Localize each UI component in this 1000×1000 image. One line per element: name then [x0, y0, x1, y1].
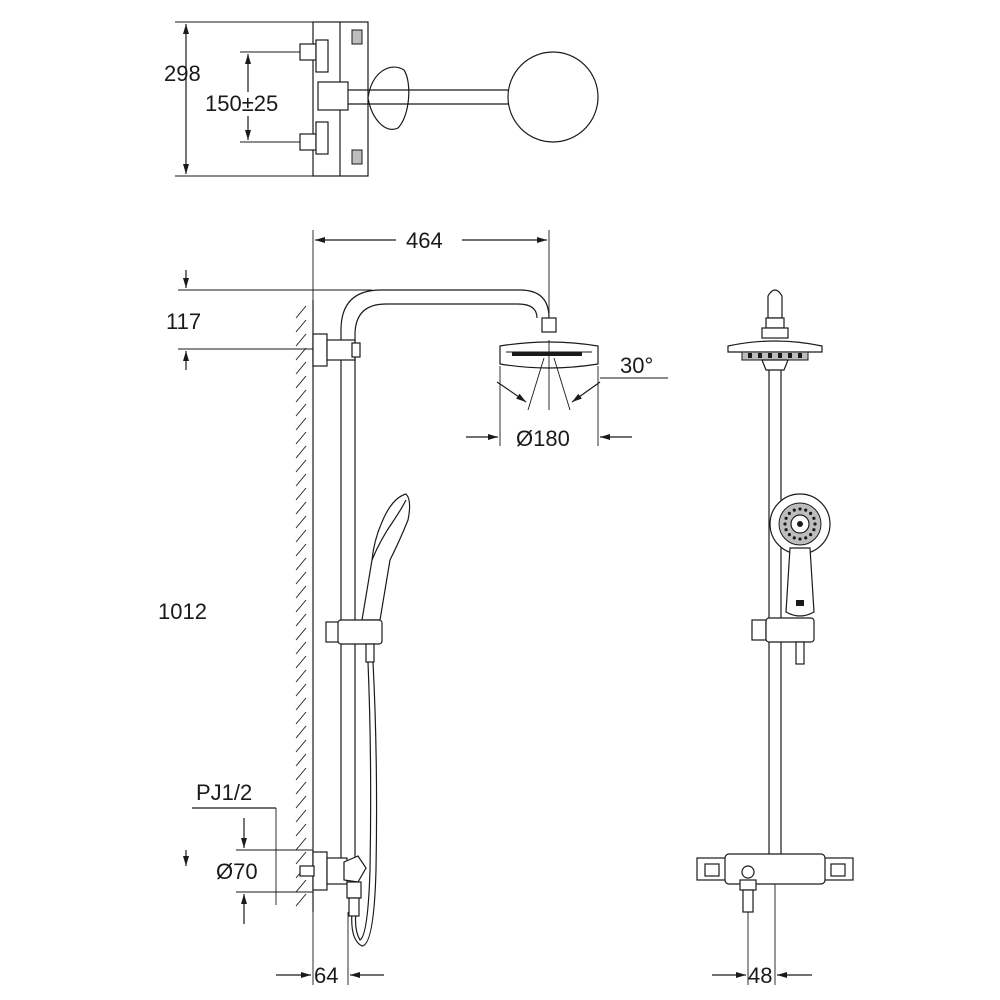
wall-bracket-upper	[312, 333, 328, 367]
front-view: 48	[696, 289, 854, 988]
top-head-shower	[507, 51, 599, 143]
front-pipe-top	[767, 289, 783, 319]
top-inlet-lower	[299, 133, 317, 151]
dim-150-25: 150±25	[205, 91, 278, 116]
front-outlet	[742, 889, 754, 913]
front-handshower-handle	[785, 547, 815, 617]
dim-30-degrees: 30°	[620, 353, 653, 378]
front-slider-knob	[751, 619, 767, 641]
dim-298: 298	[164, 61, 201, 86]
front-head-nozzles	[748, 353, 802, 358]
side-mixer-body	[343, 855, 367, 883]
front-slider-holder	[765, 617, 815, 643]
head-nozzles	[512, 352, 582, 356]
top-inlet-upper	[299, 43, 317, 61]
dim-48: 48	[748, 963, 772, 988]
dim-diameter-70: Ø70	[216, 859, 258, 884]
dim-464: 464	[406, 228, 443, 253]
mixer-wall-flange	[312, 851, 328, 891]
front-head-shower	[727, 340, 823, 353]
side-view: 464 117 30° Ø180	[158, 228, 668, 988]
dim-117: 117	[166, 309, 201, 334]
dim-1012: 1012	[158, 599, 207, 624]
dim-diameter-180: Ø180	[516, 426, 570, 451]
dim-pj12: PJ1/2	[196, 780, 252, 805]
top-view: 298 150±25	[164, 21, 599, 177]
side-outlet	[348, 897, 360, 917]
top-handshower	[367, 66, 410, 130]
front-handshower-nozzles	[783, 507, 817, 541]
dim-64: 64	[314, 963, 338, 988]
side-handshower	[361, 493, 411, 621]
slider-holder	[337, 619, 383, 645]
head-connector	[541, 317, 557, 333]
wall-hatching	[295, 305, 307, 907]
